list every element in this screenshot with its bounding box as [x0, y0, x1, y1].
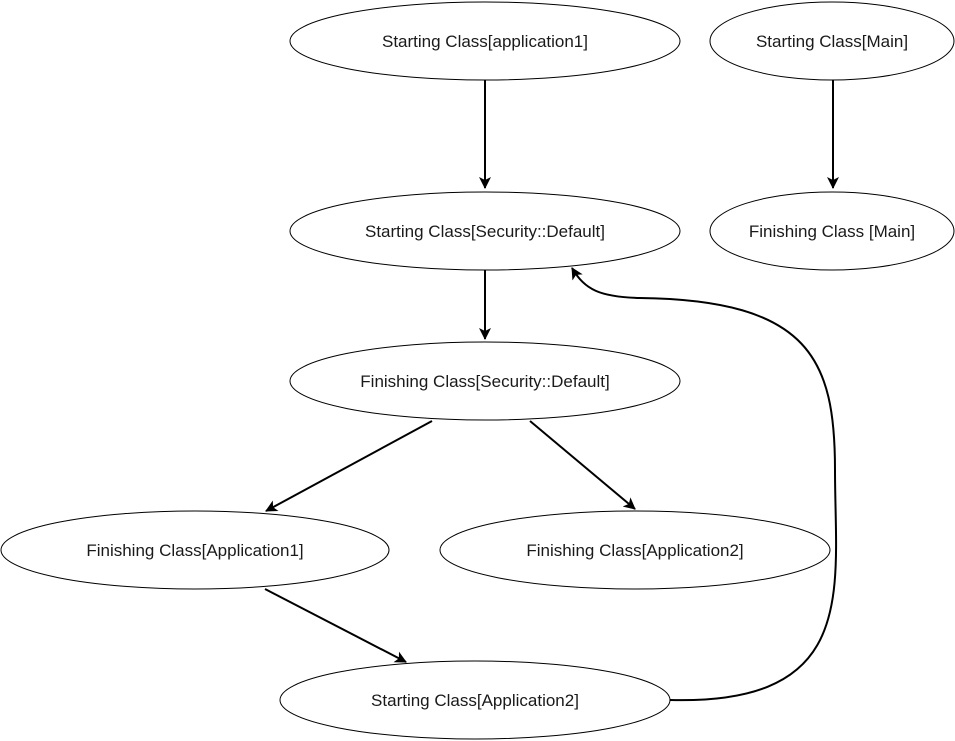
node-start-security-default[interactable]: Starting Class[Security::Default] — [289, 191, 681, 271]
node-label: Finishing Class[Application2] — [526, 541, 743, 560]
node-label: Starting Class[application1] — [382, 32, 588, 51]
edge-start-application2-to-start-security-default — [571, 267, 838, 702]
edge-finish-security-default-to-finish-application2 — [529, 420, 636, 510]
node-label: Finishing Class[Application1] — [86, 541, 303, 560]
node-start-main[interactable]: Starting Class[Main] — [709, 1, 955, 81]
edge-finish-security-default-to-finish-application1 — [265, 420, 433, 512]
edge-layer — [264, 80, 839, 702]
node-finish-application1[interactable]: Finishing Class[Application1] — [0, 510, 390, 590]
edge-finish-application1-to-start-application2 — [264, 588, 407, 663]
node-label: Starting Class[Main] — [756, 32, 908, 51]
node-label: Finishing Class[Security::Default] — [360, 372, 609, 391]
node-finish-security-default[interactable]: Finishing Class[Security::Default] — [289, 341, 681, 421]
node-finish-main[interactable]: Finishing Class [Main] — [709, 191, 955, 271]
node-label: Starting Class[Security::Default] — [365, 222, 605, 241]
node-label: Finishing Class [Main] — [749, 222, 915, 241]
node-start-application1[interactable]: Starting Class[application1] — [289, 1, 681, 81]
node-start-application2[interactable]: Starting Class[Application2] — [279, 660, 671, 740]
node-finish-application2[interactable]: Finishing Class[Application2] — [439, 510, 831, 590]
node-label: Starting Class[Application2] — [371, 691, 579, 710]
